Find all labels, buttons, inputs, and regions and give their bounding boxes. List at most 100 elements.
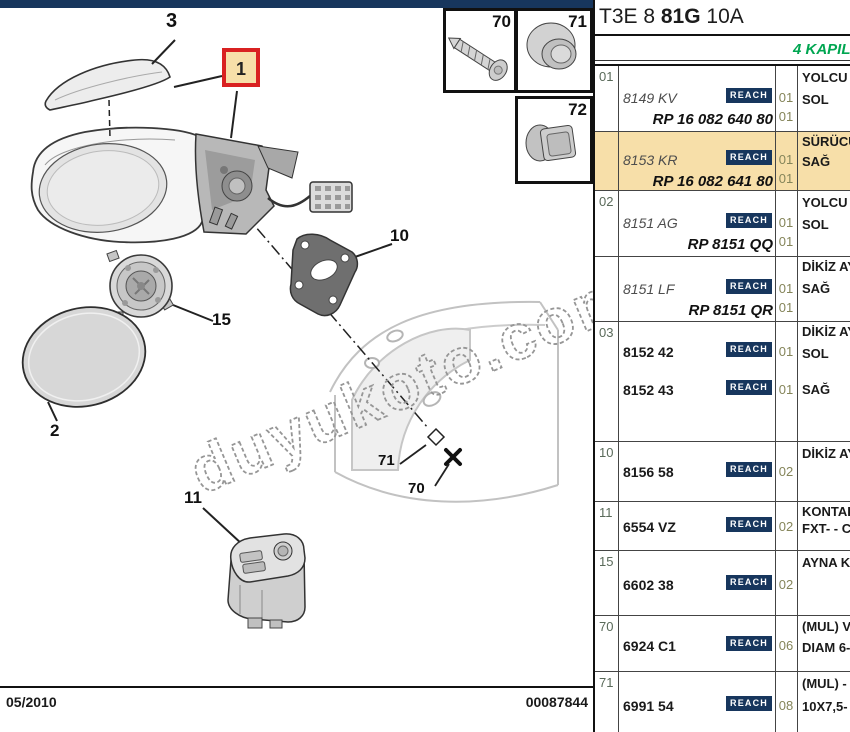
reach-badge[interactable]: REACH (726, 462, 773, 477)
reach-badge[interactable]: REACH (726, 696, 773, 711)
replacement-part-number: RP 16 082 641 80 (652, 173, 773, 190)
description-cell: YOLCU SOL (802, 191, 850, 256)
desc-line: DİKİZ AY (802, 259, 850, 274)
inset-label-71: 71 (568, 12, 587, 31)
catalog-code-prefix: T3E 8 (599, 5, 661, 28)
desc-line: DIAM 6- (802, 640, 850, 655)
table-row-01-left[interactable]: 01 8149 KV REACH RP 16 082 640 80 01 01 … (595, 66, 850, 132)
footer-doc-number: 00087844 (525, 694, 588, 710)
door-frame-sketch (329, 300, 559, 503)
gasket-art (289, 233, 359, 317)
grommet-icon (526, 22, 577, 70)
callout-1-highlighted[interactable]: 1 (222, 48, 260, 87)
callout-70[interactable]: 70 (408, 480, 425, 497)
catalog-code-bold: 81G (660, 5, 701, 28)
ref-cell: 71 (599, 675, 614, 690)
leader-lines (47, 39, 393, 546)
mirror-cap-art (44, 58, 171, 111)
reach-badge[interactable]: REACH (726, 517, 773, 532)
part-number: 8156 58 (623, 464, 674, 480)
replacement-part-number: RP 8151 QR (688, 302, 774, 319)
mirror-assembly-art (30, 126, 353, 244)
reach-badge[interactable]: REACH (726, 279, 773, 294)
panel-divider (593, 0, 595, 732)
qty-cell: 02 (778, 577, 794, 592)
callout-3[interactable]: 3 (166, 10, 178, 32)
table-row-15[interactable]: 15 6602 38 REACH 02 AYNA K (595, 551, 850, 616)
desc-line: KONTAK (802, 504, 850, 519)
reach-badge[interactable]: REACH (726, 575, 773, 590)
desc-line: YOLCU (802, 195, 848, 210)
desc-line: 10X7,5- (802, 699, 848, 714)
callout-71[interactable]: 71 (378, 452, 395, 469)
callout-2[interactable]: 2 (50, 421, 60, 440)
table-row-03[interactable]: 03 8152 42 REACH 01 8152 43 REACH 01 DİK… (595, 322, 850, 442)
header-rule (595, 34, 850, 36)
switch-art (227, 533, 306, 629)
qty-cell: 01 (778, 281, 794, 296)
reach-badge[interactable]: REACH (726, 636, 773, 651)
qty-cell: 01 (778, 215, 794, 230)
callout-11[interactable]: 11 (184, 488, 202, 507)
description-cell: (MUL) - 10X7,5- (802, 672, 850, 732)
qty-cell: 08 (778, 698, 794, 713)
description-cell: DİKİZ AY SAĞ (802, 257, 850, 321)
part-number: 6602 38 (623, 577, 674, 593)
qty-cell: 02 (778, 519, 794, 534)
connector-art (309, 181, 353, 213)
clip-icon (525, 124, 577, 162)
rp-qty-cell: 01 (778, 109, 794, 124)
catalog-code: T3E 8 81G 10A (595, 0, 850, 34)
qty-cell: 01 (778, 90, 794, 105)
ref-cell: 01 (599, 69, 614, 84)
description-cell: (MUL) V DIAM 6- (802, 616, 850, 671)
parts-table: 01 8149 KV REACH RP 16 082 640 80 01 01 … (595, 64, 850, 732)
ref-cell: 70 (599, 619, 614, 634)
table-row-11[interactable]: 11 6554 VZ REACH 02 KONTAK FXT- - C (595, 502, 850, 551)
reach-badge[interactable]: REACH (726, 380, 773, 395)
inset-label-72: 72 (568, 100, 587, 119)
table-row-10[interactable]: 10 8156 58 REACH 02 DİKİZ AY (595, 442, 850, 502)
description-cell: DİKİZ AY SOL SAĞ (802, 322, 850, 441)
reach-badge[interactable]: REACH (726, 342, 773, 357)
desc-line: (MUL) V (802, 619, 850, 634)
rp-qty-cell: 01 (778, 300, 794, 315)
rp-qty-cell: 01 (778, 171, 794, 186)
rp-qty-cell: 01 (778, 234, 794, 249)
callout-15[interactable]: 15 (212, 310, 231, 329)
inset-label-70: 70 (492, 12, 511, 31)
desc-line: SAĞ (802, 154, 831, 169)
exploded-diagram: duyukoto.com (21, 39, 595, 629)
part-number: 8153 KR (623, 152, 678, 168)
ref-cell: 15 (599, 554, 614, 569)
desc-line: SOL (802, 346, 829, 361)
table-row-70[interactable]: 70 6924 C1 REACH 06 (MUL) V DIAM 6- (595, 616, 850, 672)
table-row-71[interactable]: 71 6991 54 REACH 08 (MUL) - 10X7,5- (595, 672, 850, 732)
assembly-axis (242, 211, 462, 487)
top-navy-bar (0, 0, 593, 8)
table-row-02-left[interactable]: 02 8151 AG REACH RP 8151 QQ 01 01 YOLCU … (595, 191, 850, 257)
column-rule-1 (618, 66, 619, 732)
actuator-art (106, 249, 175, 321)
inset-box-grommet: 71 (515, 8, 593, 93)
table-row-01-right-selected[interactable]: 8153 KR REACH RP 16 082 641 80 01 01 SÜR… (595, 132, 850, 191)
callout-10[interactable]: 10 (390, 226, 409, 245)
ref-cell: 11 (599, 505, 613, 520)
variant-label: 4 KAPIL (793, 41, 850, 58)
desc-line: SAĞ (802, 382, 831, 397)
table-row-02-right[interactable]: 8151 LF REACH RP 8151 QR 01 01 DİKİZ AY … (595, 257, 850, 322)
replacement-part-number: RP 8151 QQ (687, 236, 773, 253)
replacement-part-number: RP 16 082 640 80 (652, 111, 773, 128)
ref-cell: 10 (599, 445, 614, 460)
reach-badge[interactable]: REACH (726, 88, 773, 103)
desc-line: YOLCU (802, 70, 848, 85)
desc-line: (MUL) - (802, 676, 847, 691)
footer-date: 05/2010 (6, 694, 57, 710)
reach-badge[interactable]: REACH (726, 213, 773, 228)
ref-cell: 02 (599, 194, 614, 209)
catalog-code-suffix: 10A (700, 5, 744, 28)
desc-line: SOL (802, 92, 829, 107)
reach-badge[interactable]: REACH (726, 150, 773, 165)
qty-cell: 06 (778, 638, 794, 653)
